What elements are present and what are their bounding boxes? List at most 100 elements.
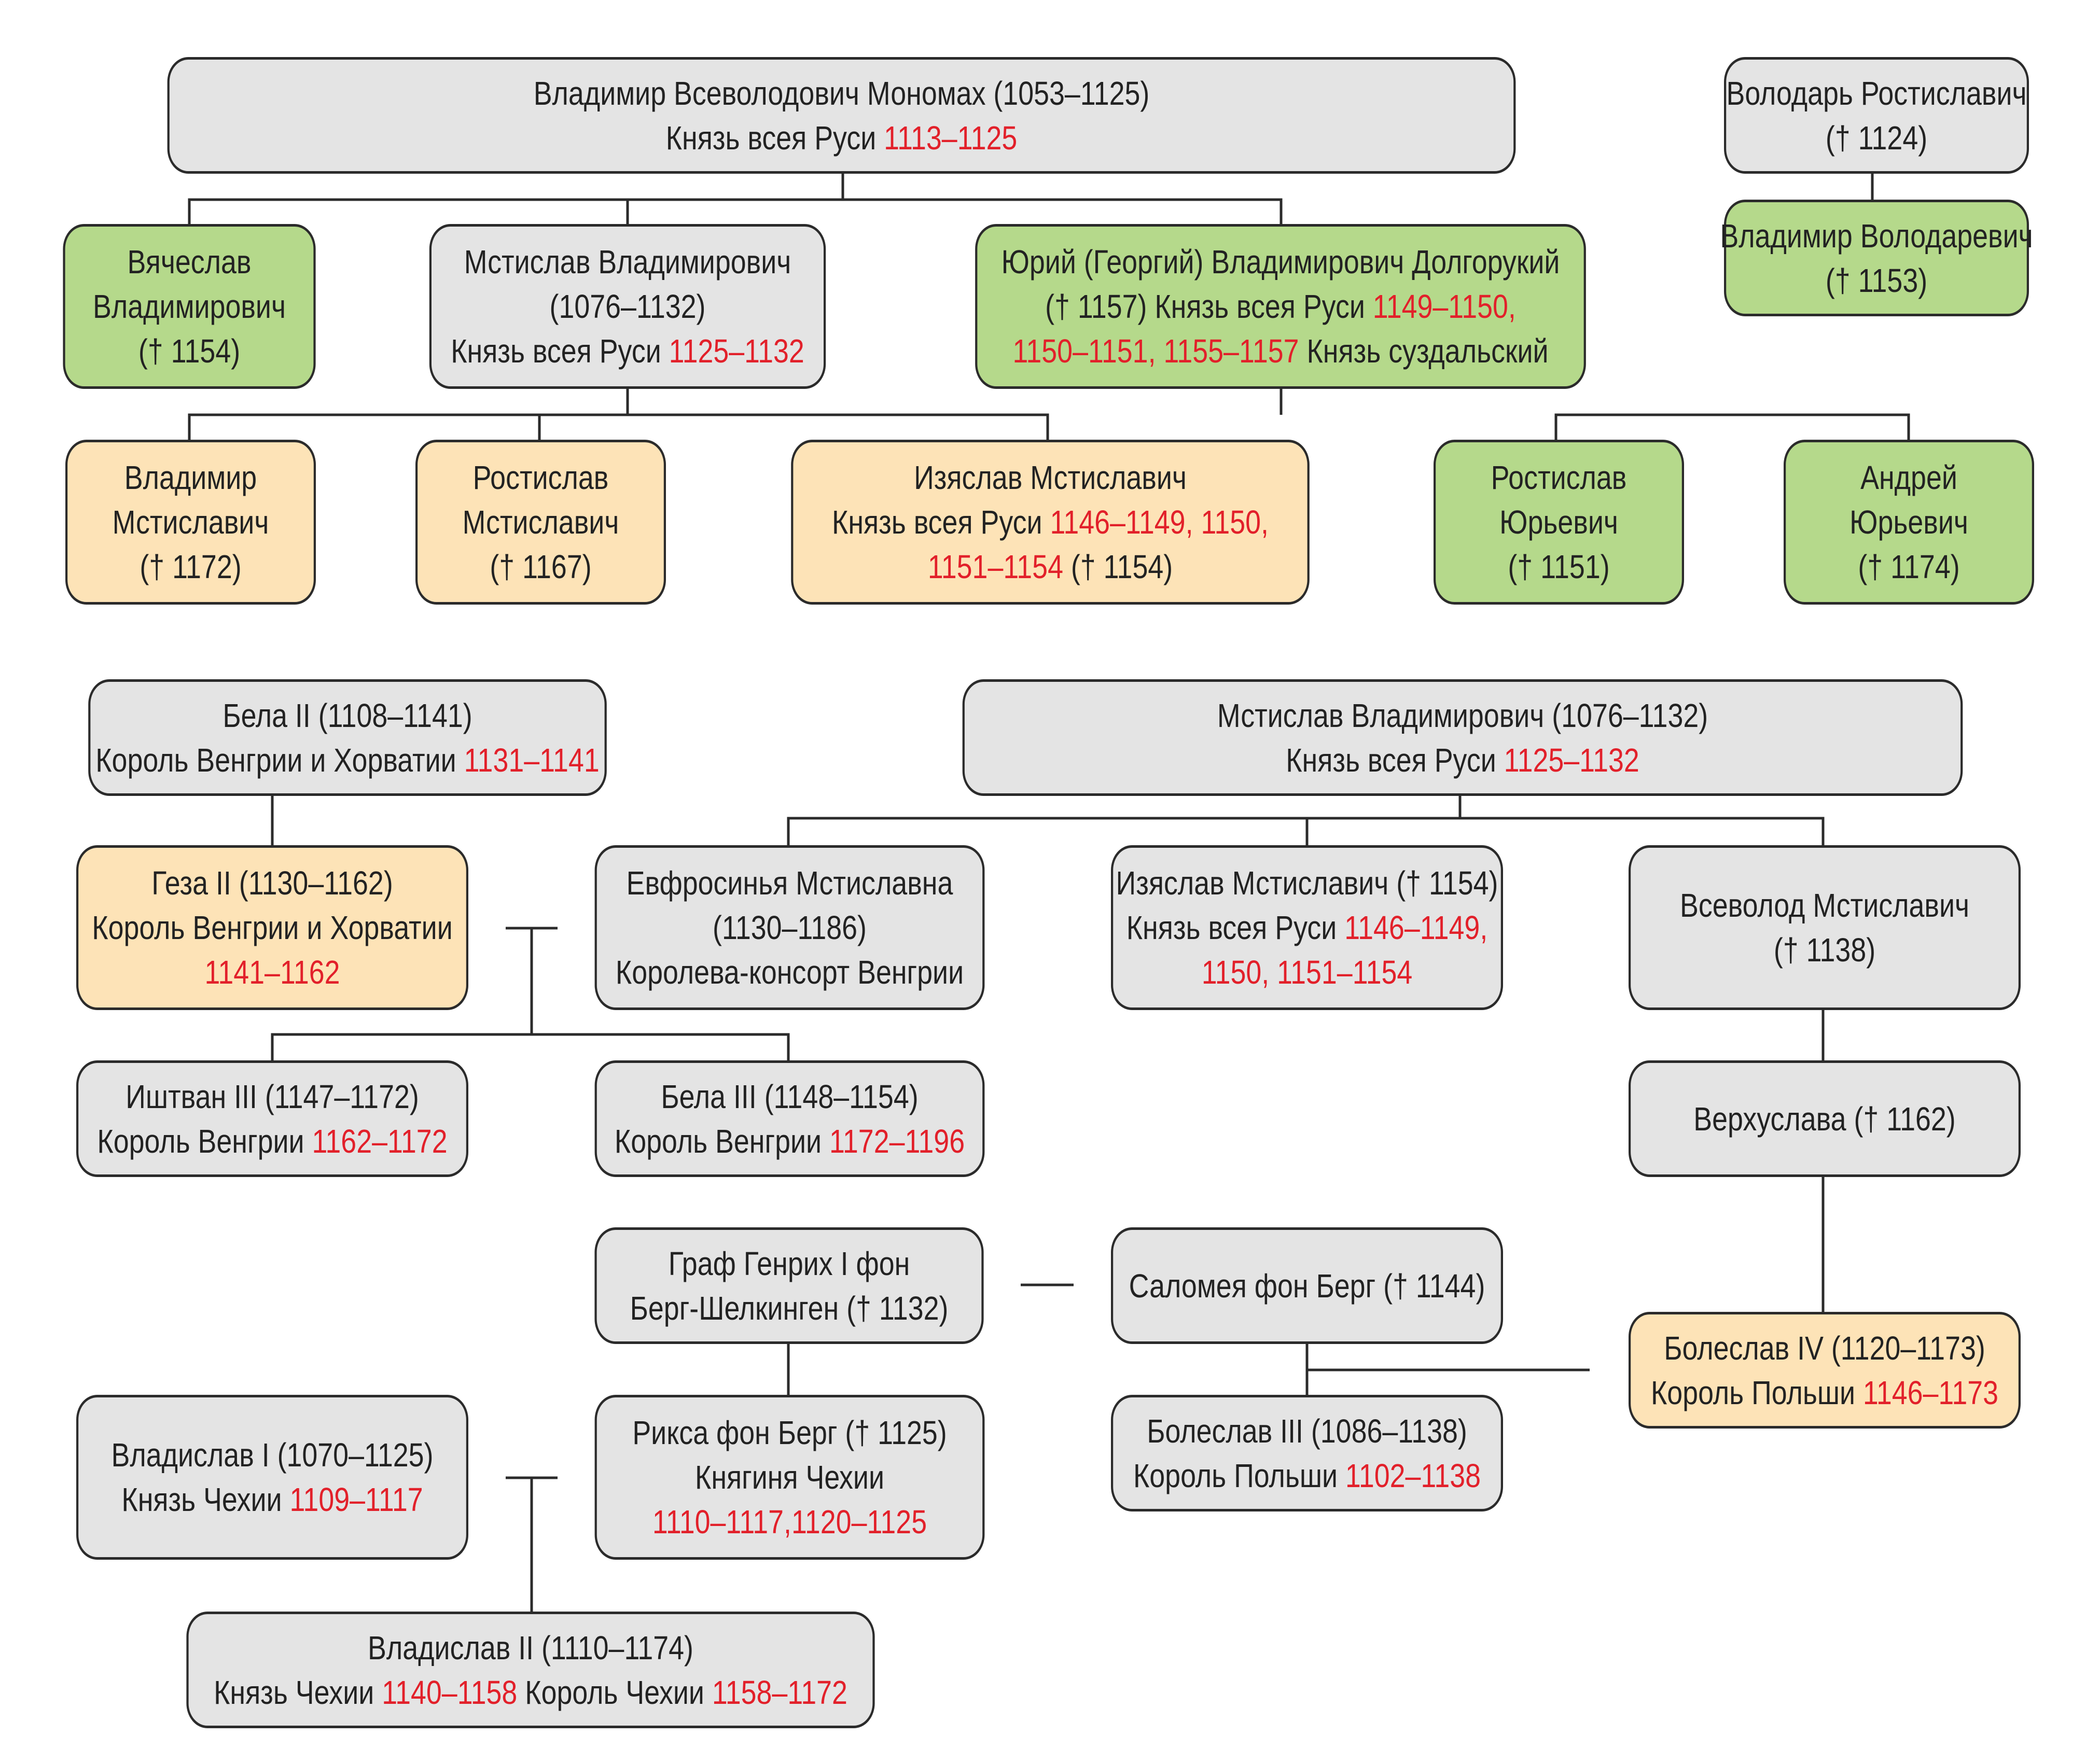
node-line: Вячеслав [128, 240, 252, 284]
node-line: Изяслав Мстиславич († 1154) [1116, 861, 1498, 905]
node-text: Геза II (1130–1162) [151, 864, 393, 902]
node-text: Ростислав [472, 459, 609, 496]
node-line: Владислав II (1110–1174) [368, 1626, 693, 1670]
node-text: († 1154) [138, 332, 241, 370]
reign-years: 1149–1150, [1372, 288, 1516, 325]
node-line: 1141–1162 [204, 950, 340, 995]
node-izyaslav-mstislavich-mid: Изяслав Мстиславич († 1154) Князь всея Ру… [1111, 845, 1503, 1010]
node-line: Король Венгрии 1172–1196 [615, 1119, 965, 1164]
node-line: Всеволод Мстиславич [1680, 883, 1969, 928]
node-line: Князь всея Руси 1113–1125 [666, 116, 1018, 160]
node-line: († 1153) [1826, 258, 1927, 303]
node-text: Мстиславич [462, 503, 619, 541]
node-line: Евфросинья Мстиславна [627, 861, 953, 905]
node-line: Саломея фон Берг († 1144) [1129, 1264, 1485, 1308]
node-volodar-rostislavich: Володарь Ростиславич († 1124) [1724, 57, 2029, 174]
node-text: († 1124) [1825, 119, 1928, 157]
node-line: Болеслав III (1086–1138) [1147, 1409, 1467, 1453]
node-line: Бела II (1108–1141) [222, 693, 472, 738]
node-text: Андрей [1860, 459, 1957, 496]
node-boleslav-iv: Болеслав IV (1120–1173)Король Польши 114… [1629, 1312, 2021, 1429]
node-line: Владимир [124, 455, 257, 500]
node-line: Королева-консорт Венгрии [616, 950, 964, 995]
node-text: Король Венгрии и Хорватии [92, 909, 453, 946]
node-line: († 1157) Князь всея Руси 1149–1150, [1045, 284, 1516, 329]
node-text: Изяслав Мстиславич [914, 459, 1187, 496]
node-line: († 1172) [140, 544, 241, 589]
reign-years: 1110–1117,1120–1125 [652, 1503, 927, 1541]
node-text: Юрьевич [1849, 503, 1968, 541]
node-text: Юрий (Георгий) Владимирович Долгорукий [1001, 243, 1560, 281]
reign-years: 1125–1132 [1504, 741, 1639, 779]
node-text: († 1172) [140, 548, 242, 585]
node-text: († 1153) [1825, 261, 1928, 299]
node-text: Мстислав Владимирович [464, 243, 791, 281]
node-line: (1076–1132) [550, 284, 706, 329]
node-line: Рикса фон Берг († 1125) [632, 1410, 947, 1455]
node-text: († 1138) [1773, 931, 1876, 969]
node-text: Король Польши [1133, 1457, 1345, 1494]
node-text: Мстислав Владимирович (1076–1132) [1217, 696, 1708, 734]
node-text: Всеволод Мстиславич [1680, 887, 1969, 924]
reign-years: 1125–1132 [669, 332, 804, 370]
node-text: Князь Чехии [121, 1481, 290, 1518]
node-riksa-fon-berg: Рикса фон Берг († 1125) Княгиня Чехии 1110… [594, 1395, 985, 1560]
node-text: Изяслав Мстиславич († 1154) [1116, 864, 1498, 902]
node-line: Верхуслава († 1162) [1693, 1097, 1955, 1141]
node-bela-iii: Бела III (1148–1154) Король Венгрии 1172–… [594, 1060, 985, 1177]
node-line: Мстиславич [113, 500, 269, 544]
node-text: Князь всея Руси [1126, 909, 1345, 946]
node-line: Князь всея Руси 1125–1132 [451, 329, 804, 373]
reign-years: 1150–1151, 1155–1157 [1012, 332, 1299, 370]
node-text: Берг-Шелкинген († 1132) [630, 1289, 949, 1327]
reign-years: 1150, 1151–1154 [1201, 954, 1413, 991]
node-line: Болеслав IV (1120–1173) [1664, 1326, 1985, 1370]
node-line: Юрьевич [1499, 500, 1618, 544]
node-text: Саломея фон Берг († 1144) [1129, 1267, 1485, 1305]
node-text: (1130–1186) [713, 909, 867, 946]
node-text: Князь суздальский [1299, 332, 1549, 370]
node-line: Княгиня Чехии [695, 1455, 884, 1500]
node-line: Ростислав [473, 455, 609, 500]
reign-years: 1146–1149, [1344, 909, 1488, 946]
node-mstislav-vladimirovich-mid: Мстислав Владимирович (1076–1132) Князь в… [962, 679, 1963, 796]
node-text: Король Венгрии и Хорватии [95, 741, 464, 779]
node-line: Юрий (Георгий) Владимирович Долгорукий [1002, 240, 1560, 284]
node-line: Геза II (1130–1162) [151, 861, 393, 905]
node-text: Король Венгрии [97, 1122, 312, 1160]
node-text: Княгиня Чехии [695, 1459, 884, 1496]
reign-years: 1102–1138 [1345, 1457, 1481, 1494]
node-line: (1130–1186) [713, 905, 867, 950]
node-text: Князь всея Руси [451, 332, 669, 370]
node-text: Граф Генрих I фон [668, 1244, 910, 1282]
node-line: Иштван III (1147–1172) [126, 1074, 419, 1119]
node-text: Владислав II (1110–1174) [368, 1629, 693, 1667]
node-text: Владимир [124, 459, 257, 496]
node-text: Володарь Ростиславич [1726, 74, 2027, 112]
node-text: († 1174) [1858, 548, 1960, 585]
node-text: Владимирович [93, 288, 286, 325]
node-line: Князь всея Руси 1146–1149, 1150, [832, 500, 1269, 544]
node-text: Бела III (1148–1154) [661, 1077, 919, 1115]
reign-years: 1162–1172 [312, 1122, 448, 1160]
node-line: Юрьевич [1849, 500, 1968, 544]
node-text: Князь всея Руси [1286, 741, 1504, 779]
node-line: Граф Генрих I фон [669, 1241, 910, 1286]
node-line: († 1174) [1858, 544, 1959, 589]
node-text: Королева-консорт Венгрии [615, 954, 964, 991]
node-line: Изяслав Мстиславич [914, 455, 1187, 500]
reign-years: 1172–1196 [829, 1122, 965, 1160]
node-line: 1150–1151, 1155–1157 Князь суздальский [1012, 329, 1548, 373]
node-salomeya-fon-berg: Саломея фон Берг († 1144) [1111, 1227, 1503, 1344]
node-line: Король Польши 1102–1138 [1133, 1453, 1481, 1498]
node-text: Иштван III (1147–1172) [126, 1077, 419, 1115]
reign-years: 1151–1154 [927, 548, 1063, 585]
node-line: († 1154) [138, 329, 240, 373]
node-text: (1076–1132) [549, 288, 706, 325]
node-text: Верхуслава († 1162) [1693, 1100, 1956, 1138]
node-text: († 1154) [1063, 548, 1173, 585]
